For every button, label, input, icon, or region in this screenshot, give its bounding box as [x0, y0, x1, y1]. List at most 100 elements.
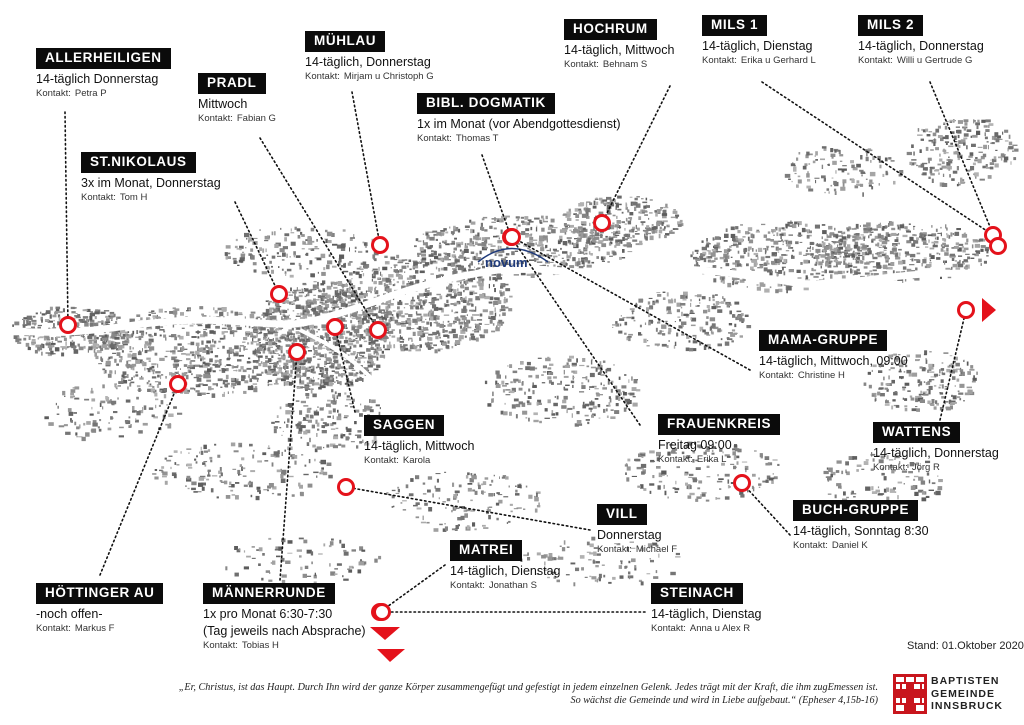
group-contact: Kontakt:Petra P — [36, 88, 171, 99]
group-contact: Kontakt:Behnam S — [564, 59, 674, 70]
logo-line-3: INNSBRUCK — [931, 700, 1003, 712]
group-schedule: 14-täglich, Dienstag — [651, 607, 762, 621]
contact-name: Christine H — [797, 370, 845, 381]
group-contact: Kontakt:Erika u Gerhard L — [702, 55, 816, 66]
group-schedule: 1x pro Monat 6:30-7:30 — [203, 607, 333, 621]
group-title: HÖTTINGER AU — [36, 583, 164, 604]
group-contact: Kontakt:Anna u Alex R — [651, 623, 761, 634]
logo-line-1: BAPTISTEN — [931, 675, 1000, 687]
location-marker-saggen — [326, 318, 344, 336]
group-contact: Kontakt:Jonathan S — [450, 580, 560, 591]
group-contact: Kontakt:Willi u Gertrude G — [858, 55, 984, 66]
group-contact: Kontakt:Markus F — [36, 623, 163, 634]
group-title: MÜHLAU — [305, 31, 386, 52]
group-title: BUCH-GRUPPE — [793, 500, 919, 521]
contact-name: Daniel K — [831, 540, 868, 551]
cross-grid-icon — [893, 674, 927, 714]
leader-line-bibl-dogmatik — [481, 154, 512, 238]
contact-label: Kontakt: — [36, 88, 71, 99]
contact-name: Petra P — [74, 88, 107, 99]
logo-line-2: GEMEINDE — [931, 687, 996, 700]
contact-name: Tom H — [119, 192, 148, 203]
arrow-south-icon-2 — [377, 649, 405, 662]
contact-name: Erika L — [696, 454, 727, 465]
leader-line-muehlau — [351, 91, 381, 246]
location-marker-wattens — [957, 301, 975, 319]
novum-arc — [477, 247, 549, 263]
leader-line-pradl — [259, 137, 379, 331]
location-marker-allerheiligen — [59, 316, 77, 334]
contact-label: Kontakt: — [564, 59, 599, 70]
river-inn — [0, 247, 1024, 402]
group-schedule: 14-täglich, Donnerstag — [305, 55, 431, 69]
group-schedule: Donnerstag — [597, 528, 662, 542]
leader-line-buch-gruppe — [741, 482, 791, 536]
leader-line-st-nikolaus — [234, 201, 280, 295]
leader-line-mama-gruppe — [511, 236, 751, 371]
group-contact: Kontakt:Christine H — [759, 370, 908, 381]
group-title: BIBL. DOGMATIK — [417, 93, 555, 114]
contact-name: Mirjam u Christoph G — [343, 71, 434, 82]
location-marker-hochrum — [593, 214, 611, 232]
contact-label: Kontakt: — [873, 462, 908, 473]
contact-label: Kontakt: — [658, 454, 693, 465]
group-schedule: 14-täglich, Donnerstag — [873, 446, 999, 460]
direction-arrows — [370, 298, 996, 662]
contact-label: Kontakt: — [597, 544, 632, 555]
contact-name: Karola — [402, 455, 431, 466]
leader-line-hochrum — [601, 85, 671, 224]
novum-label: novum — [485, 255, 528, 270]
group-title: MÄNNERRUNDE — [203, 583, 335, 604]
contact-label: Kontakt: — [417, 133, 452, 144]
group-contact: Kontakt:Michael F — [597, 544, 677, 555]
quote-line-1: „Er, Christus, ist das Haupt. Durch Ihn … — [178, 682, 878, 693]
location-marker-mama-gruppe — [503, 228, 521, 246]
group-contact: Kontakt:Fabian G — [198, 113, 276, 124]
group-title: VILL — [597, 504, 647, 525]
logo-text: BAPTISTEN GEMEINDE INNSBRUCK — [931, 675, 1003, 713]
contact-label: Kontakt: — [36, 623, 71, 634]
group-schedule: 1x im Monat (vor Abendgottesdienst) — [417, 117, 621, 131]
group-title: ST.NIKOLAUS — [81, 152, 196, 173]
group-contact: Kontakt:Karola — [364, 455, 474, 466]
contact-name: Willi u Gertrude G — [896, 55, 973, 66]
contact-label: Kontakt: — [651, 623, 686, 634]
group-bibl-dogmatik: BIBL. DOGMATIK 1x im Monat (vor Abendgott… — [417, 93, 621, 144]
group-schedule: -noch offen- — [36, 607, 103, 621]
arrow-south-icon — [370, 627, 400, 640]
contact-label: Kontakt: — [81, 192, 116, 203]
group-title: MAMA-GRUPPE — [759, 330, 888, 351]
group-contact: Kontakt:Daniel K — [793, 540, 929, 551]
group-title: MILS 2 — [858, 15, 924, 36]
contact-label: Kontakt: — [858, 55, 893, 66]
group-title: WATTENS — [873, 422, 961, 443]
contact-label: Kontakt: — [702, 55, 737, 66]
contact-label: Kontakt: — [450, 580, 485, 591]
group-schedule: (Tag jeweils nach Absprache) — [203, 624, 366, 638]
contact-name: Erika u Gerhard L — [740, 55, 816, 66]
contact-name: Markus F — [74, 623, 115, 634]
group-title: FRAUENKREIS — [658, 414, 781, 435]
group-title: HOCHRUM — [564, 19, 657, 40]
group-hoettinger-au: HÖTTINGER AU -noch offen- Kontakt:Markus F — [36, 583, 164, 634]
group-schedule: 14-täglich, Dienstag — [702, 39, 813, 53]
leader-line-vill — [345, 486, 591, 531]
group-title: SAGGEN — [364, 415, 445, 436]
group-schedule: 14-täglich, Mittwoch — [564, 43, 675, 57]
location-marker-pradl — [369, 321, 387, 339]
location-marker-steinach — [373, 603, 391, 621]
location-marker-muehlau — [371, 236, 389, 254]
contact-name: Jonathan S — [488, 580, 537, 591]
group-contact: Kontakt:Jörg R — [873, 462, 999, 473]
